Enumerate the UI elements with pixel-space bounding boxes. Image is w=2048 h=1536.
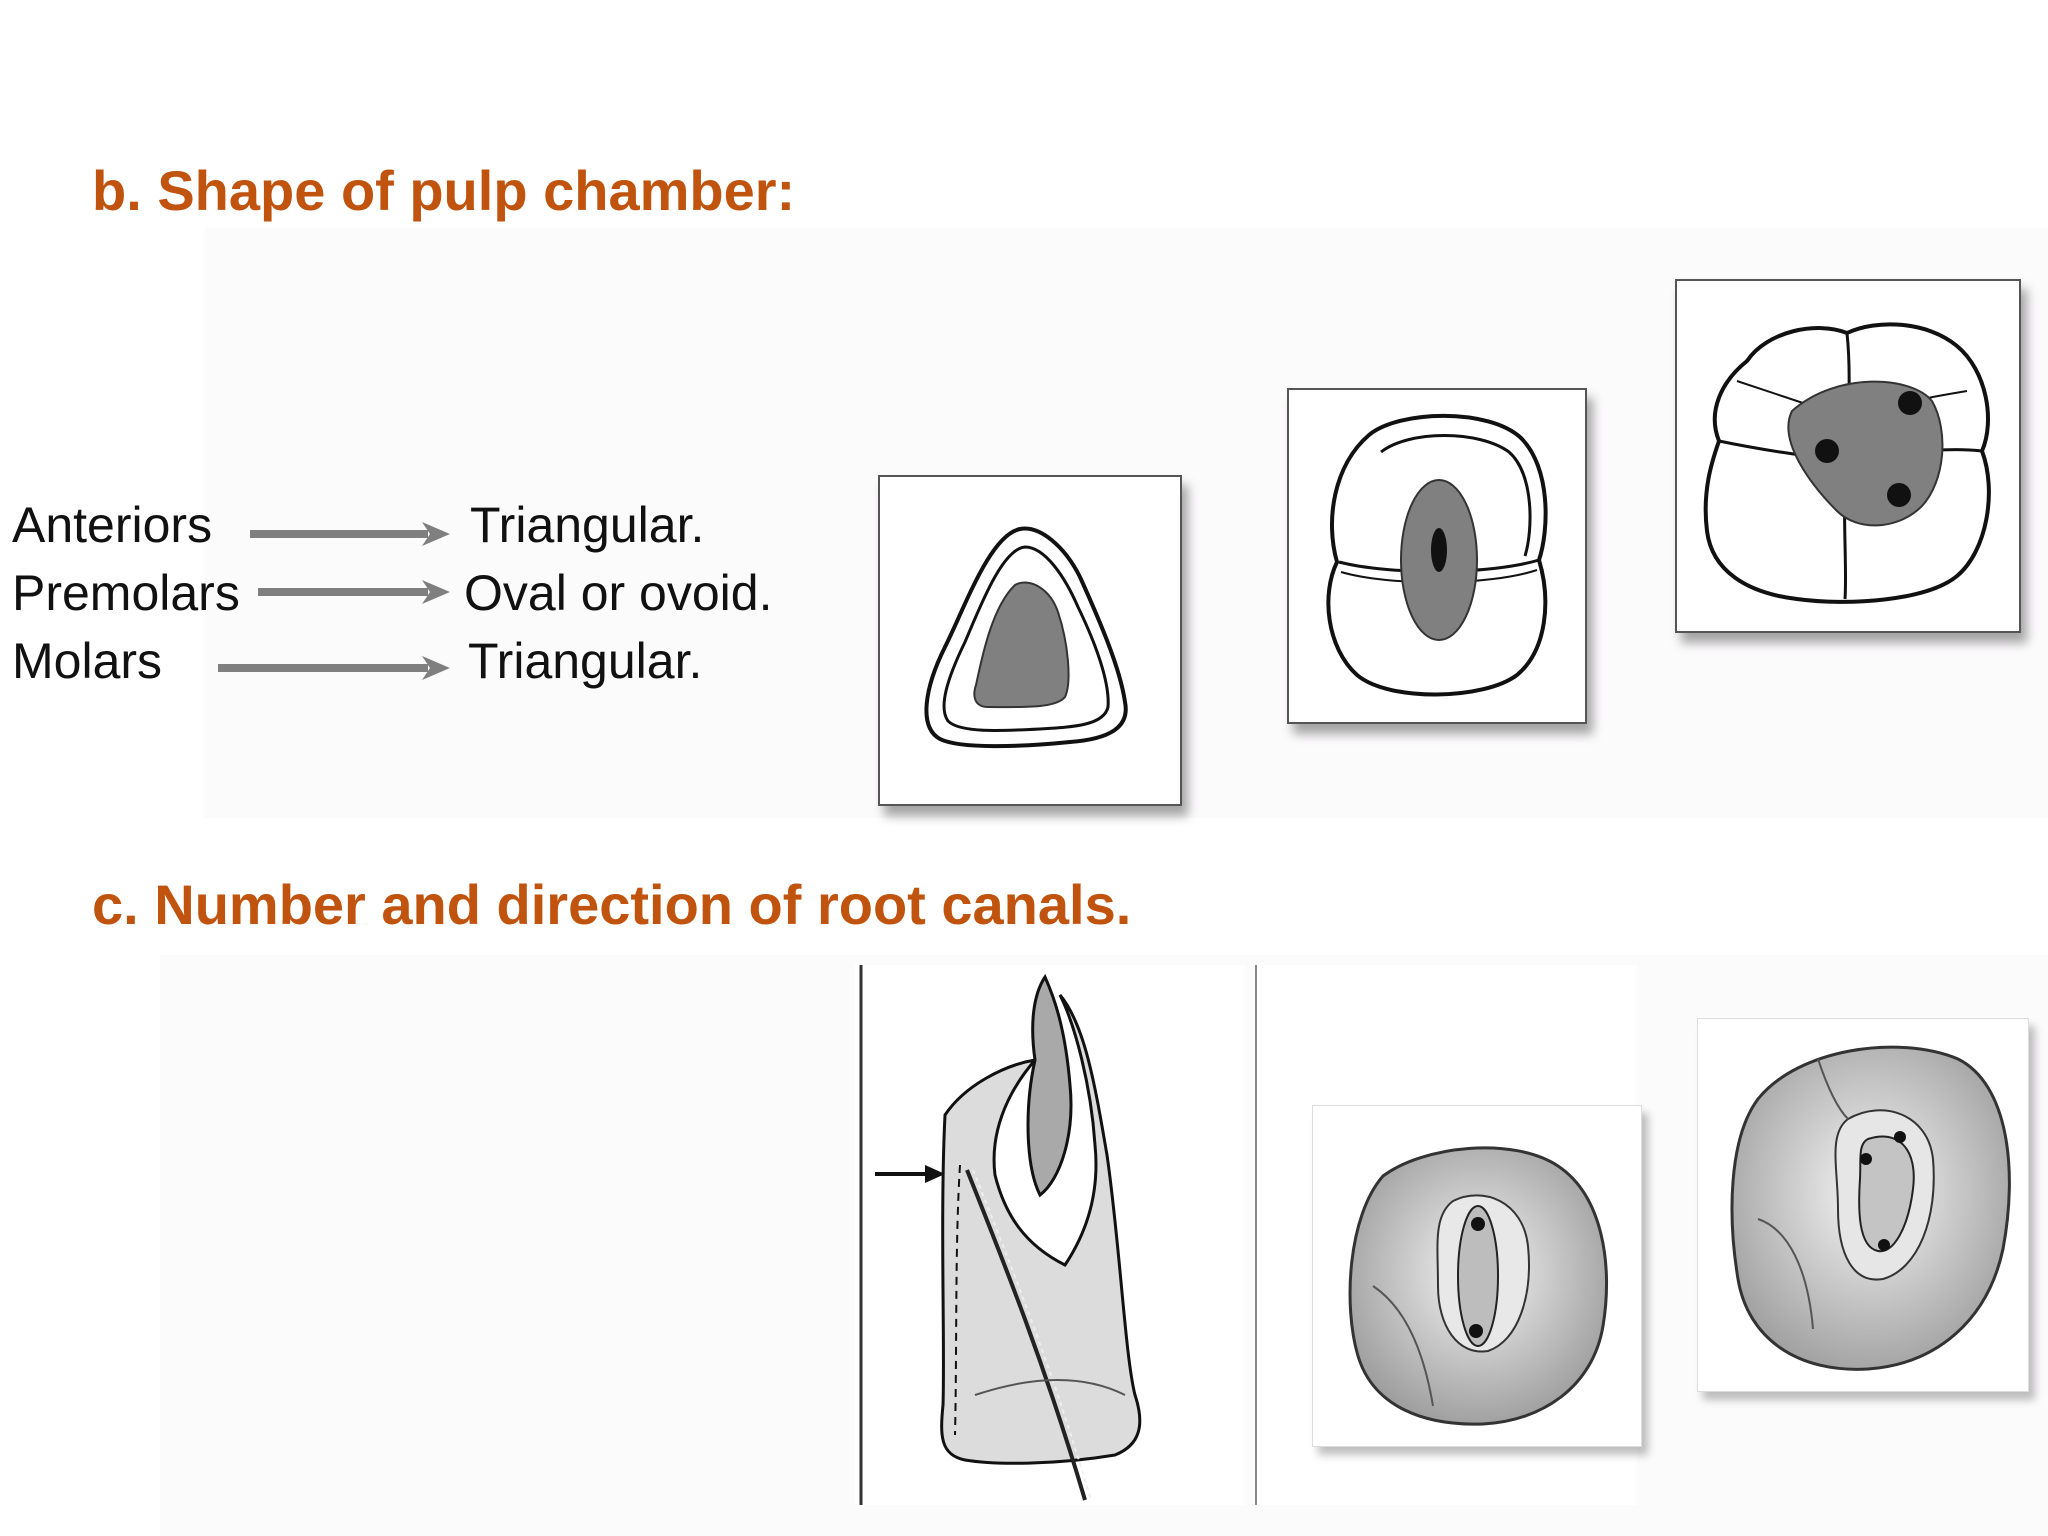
tooth-label-molars: Molars bbox=[12, 633, 163, 689]
tooth-label-premolars: Premolars bbox=[12, 565, 240, 621]
shape-label-premolars: Oval or ovoid. bbox=[464, 565, 773, 621]
premolar-root-canal-occlusal-image bbox=[1255, 965, 1642, 1505]
root-canal-section-image bbox=[855, 965, 1245, 1505]
anterior-pulp-chamber-image bbox=[878, 475, 1182, 806]
shape-label-molars: Triangular. bbox=[468, 633, 703, 689]
arrow-right-icon bbox=[218, 656, 450, 680]
molar-pulp-chamber-image bbox=[1675, 279, 2021, 633]
molar-root-canal-occlusal-image bbox=[1697, 1018, 2029, 1392]
arrow-right-icon bbox=[250, 522, 450, 546]
tooth-label-anteriors: Anteriors bbox=[12, 497, 213, 553]
section-c-heading: c. Number and direction of root canals. bbox=[92, 873, 1132, 936]
section-b-heading: b. Shape of pulp chamber: bbox=[92, 159, 796, 222]
shape-label-anteriors: Triangular. bbox=[470, 497, 705, 553]
premolar-pulp-chamber-image bbox=[1287, 388, 1587, 724]
arrow-right-icon bbox=[258, 580, 450, 604]
